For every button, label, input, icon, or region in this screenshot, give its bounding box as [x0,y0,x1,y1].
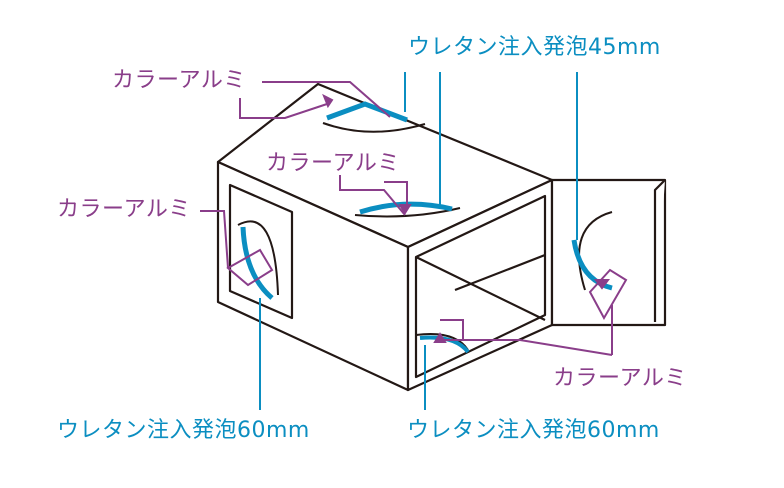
foam-leaders [259,72,578,410]
label-alu-mid: カラーアルミ [266,151,400,176]
leader-alu-top-left [239,81,391,119]
left-arc-blue [240,226,274,300]
left-arc-frame [237,220,279,296]
top-arc-blue [326,101,408,123]
arrow-4 [594,279,610,290]
leader-alu-right [588,268,628,355]
tunnel-back [415,253,546,321]
arrow-3 [433,332,447,343]
right-arc-blue [571,239,613,291]
attached-panel [550,178,667,327]
label-foam-45: ウレタン注入発泡45mm [408,35,661,60]
leader-alu-bottom [440,319,613,356]
opening-frame [414,194,547,379]
arrow-2 [398,204,412,215]
leader-alu-left [200,210,274,287]
insulation-arcs [237,101,613,354]
right-arc-frame [578,211,613,291]
leader-alu-mid [339,175,408,216]
label-alu-left: カラーアルミ [57,197,191,222]
label-foam-60-left: ウレタン注入発泡60mm [57,418,310,443]
box-structure [216,82,667,392]
label-foam-60-right: ウレタン注入発泡60mm [407,418,660,443]
leader-foam-top [404,72,441,205]
panel-edge [653,179,666,322]
arrow-1 [322,93,334,109]
top-arc-frame [322,122,426,133]
label-alu-top-left: カラーアルミ [112,68,246,93]
alu-leaders [200,81,628,356]
label-alu-right: カラーアルミ [553,366,687,391]
